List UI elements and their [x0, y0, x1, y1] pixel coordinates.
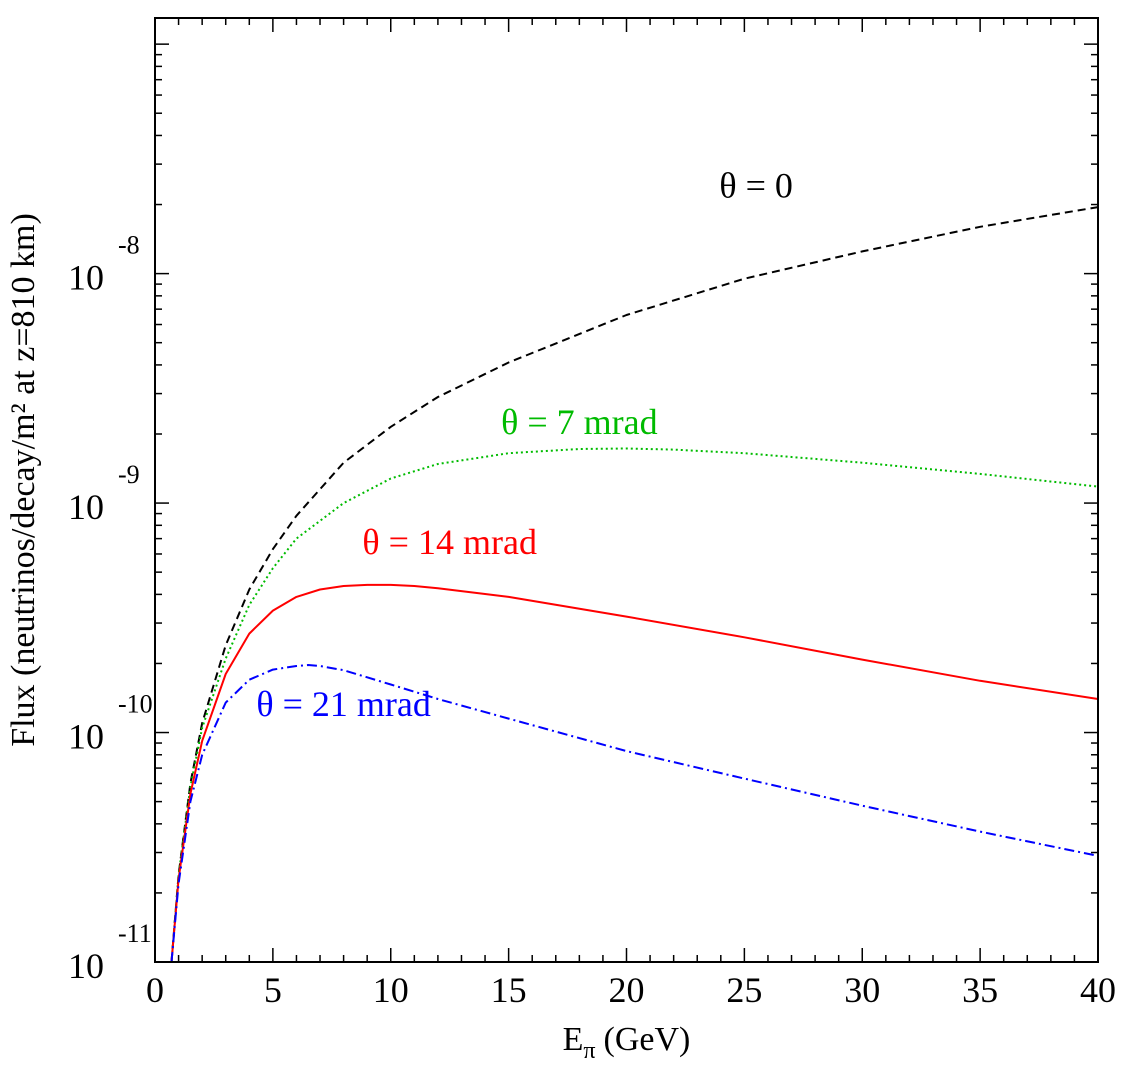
y-tick-label: 10 [68, 487, 104, 527]
x-tick-label: 10 [373, 970, 409, 1010]
x-tick-labels: 0 5 10 15 20 25 30 35 40 [146, 970, 1116, 1010]
y-tick-labels: 10 -11 10 -10 10 -9 10 -8 [68, 231, 153, 986]
curve-label-4: θ = 21 mrad [256, 684, 431, 724]
y-tick-exponent: -9 [118, 460, 140, 489]
series-line-4 [170, 664, 1099, 963]
x-axis-title: Eπ(GeV) [563, 1021, 691, 1064]
series-line-1 [170, 206, 1099, 963]
x-tick-label: 25 [726, 970, 762, 1010]
x-tick-label: 5 [264, 970, 282, 1010]
y-tick-label: 10 [68, 946, 104, 986]
y-tick-exponent: -11 [118, 919, 152, 948]
y-axis-title: Flux (neutrinos/decay/m² at z=810 km) [5, 213, 42, 747]
plot-frame [154, 17, 1099, 963]
x-tick-label: 35 [962, 970, 998, 1010]
tick-marks [154, 18, 1099, 963]
x-tick-label: 40 [1080, 970, 1116, 1010]
x-tick-label: 0 [146, 970, 164, 1010]
series-line-3 [170, 583, 1099, 963]
x-tick-label: 30 [844, 970, 880, 1010]
x-tick-label: 15 [491, 970, 527, 1010]
y-tick-label: 10 [68, 258, 104, 298]
curve-label-1: θ = 0 [719, 165, 793, 205]
series-line-2 [170, 447, 1099, 963]
curve-label-3: θ = 14 mrad [362, 522, 537, 562]
y-tick-exponent: -8 [118, 231, 140, 260]
curve-label-2: θ = 7 mrad [501, 402, 658, 442]
y-tick-exponent: -10 [118, 690, 153, 719]
series-lines [170, 206, 1099, 963]
annotations: θ = 0 θ = 7 mrad θ = 14 mrad θ = 21 mrad [256, 165, 793, 724]
y-tick-label: 10 [68, 717, 104, 757]
x-tick-label: 20 [609, 970, 645, 1010]
